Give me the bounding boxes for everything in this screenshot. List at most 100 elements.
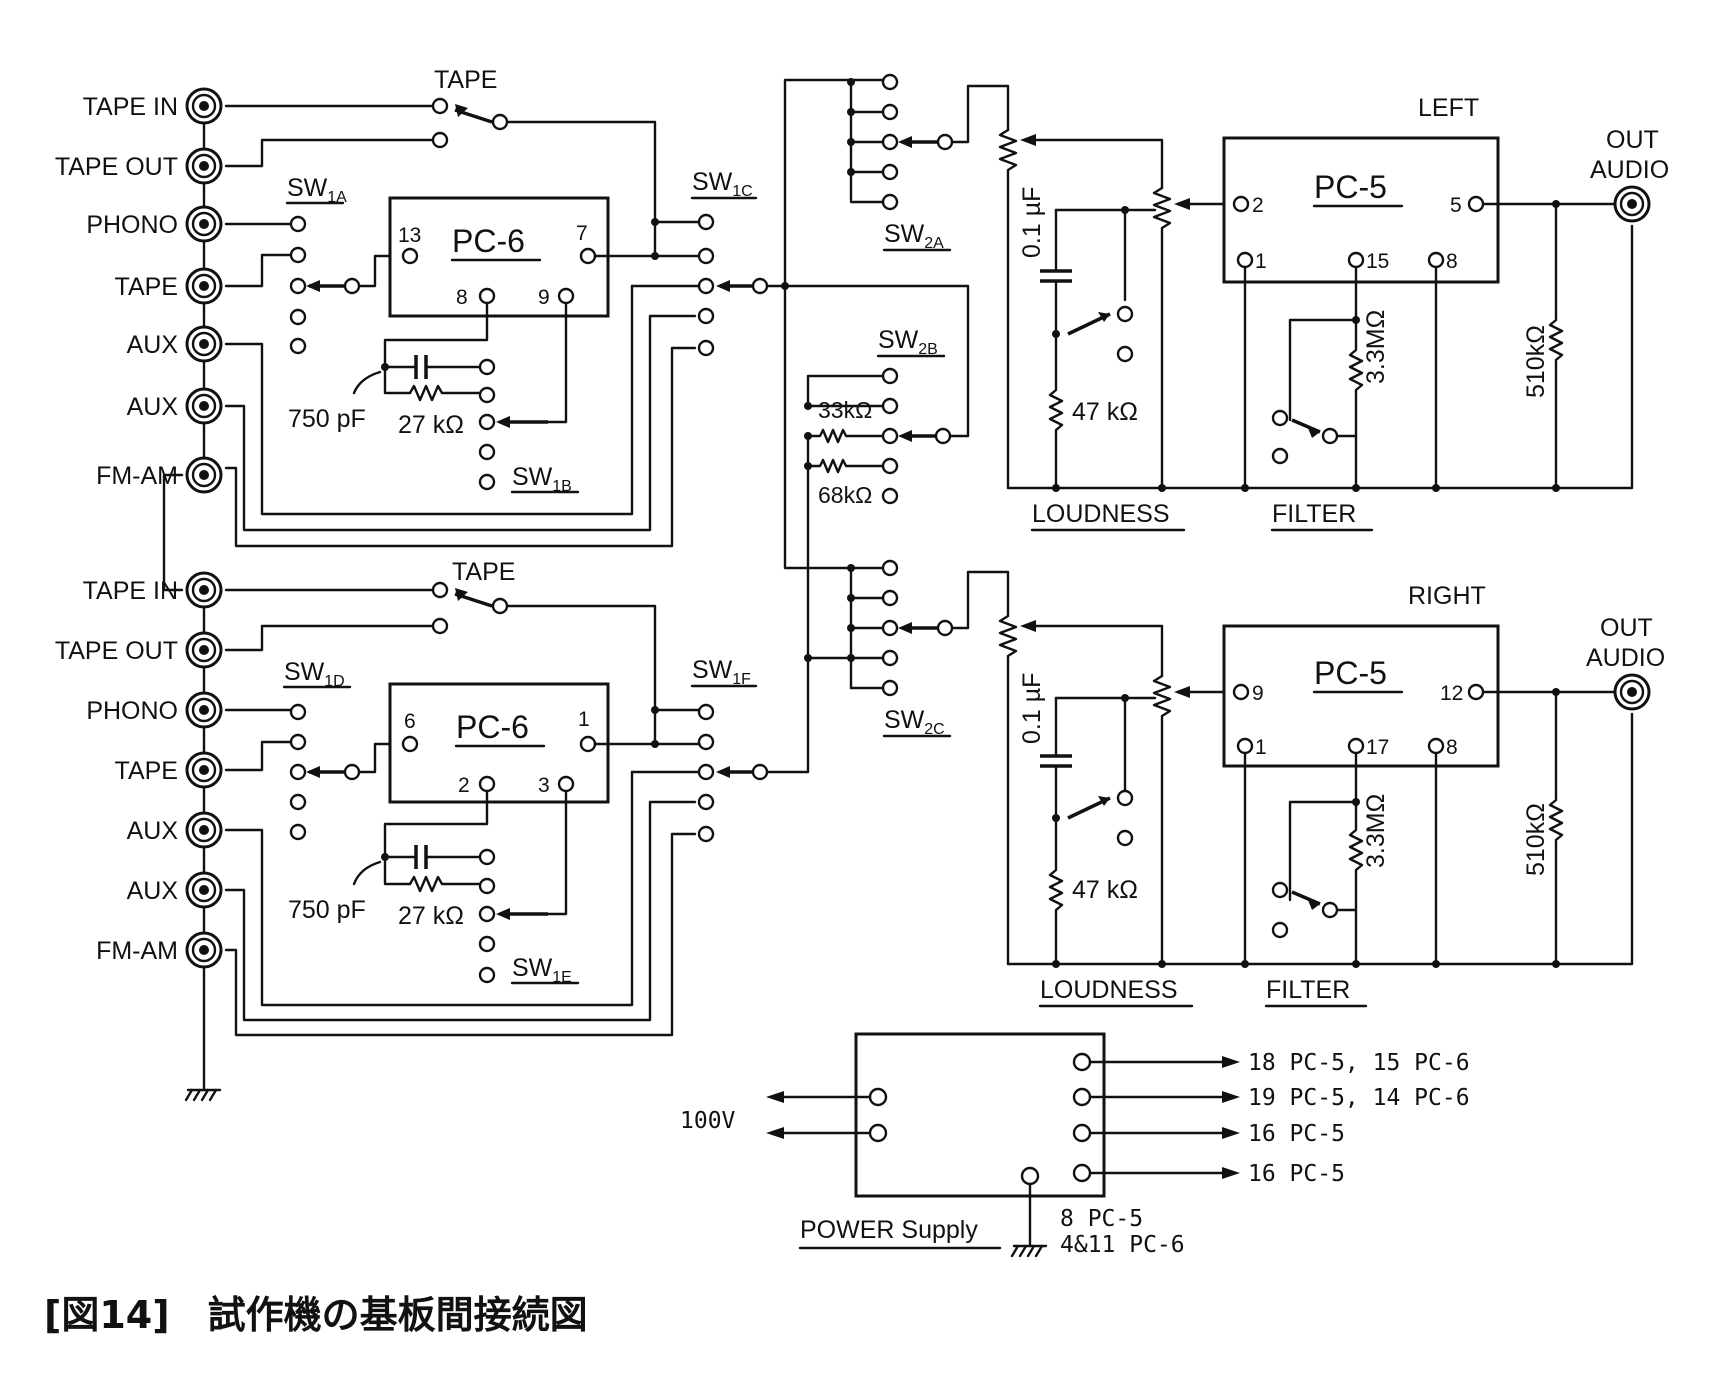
pc6-lower-pin-1: 1 <box>578 708 590 731</box>
pc5-left-pin-1: 1 <box>1255 250 1267 273</box>
lower-jack-label-2: PHONO <box>86 697 178 725</box>
pc6-lower-title: PC-6 <box>456 709 529 745</box>
filter-left-label: FILTER <box>1272 500 1356 528</box>
upper-jack-4: AUX <box>127 325 223 363</box>
right-channel-section: 0.1 µF 47 kΩ RIGHT PC-5 9 12 1 17 8 3.3M… <box>998 582 1665 1008</box>
left-channel-label: LEFT <box>1418 94 1479 122</box>
lower-jack-label-3: TAPE <box>115 757 178 785</box>
power-output-label-2: 16 PC-5 <box>1248 1121 1345 1147</box>
pc6-lower-pin-2: 2 <box>458 774 470 797</box>
sw2c-label: SW2C <box>884 706 945 738</box>
upper-jack-label-5: AUX <box>127 393 179 421</box>
upper-jack-group: TAPE IN TAPE OUT PHONO TAPE AUX AUX FM-AM <box>55 87 223 494</box>
lower-jack-1: TAPE OUT <box>55 631 223 669</box>
power-ground-line-2: 4&11 PC-6 <box>1060 1232 1185 1258</box>
filter-right-label: FILTER <box>1266 976 1350 1004</box>
upper-jack-2: PHONO <box>86 205 223 243</box>
upper-jack-3: TAPE <box>115 267 223 305</box>
upper-jack-1: TAPE OUT <box>55 147 223 185</box>
sw2b-label: SW2B <box>878 326 938 358</box>
lower-jack-label-6: FM-AM <box>96 937 178 965</box>
lower-jack-label-5: AUX <box>127 877 179 905</box>
upper-jack-label-4: AUX <box>127 331 179 359</box>
pc5-left-pin-8: 8 <box>1446 250 1458 273</box>
sw2-section: SW2A SW2B 33kΩ 68kΩ <box>783 73 1010 738</box>
lower-jack-2: PHONO <box>86 691 223 729</box>
res-33m-right: 3.3MΩ <box>1362 794 1390 868</box>
cap-01uf-left: 0.1 µF <box>1018 187 1046 258</box>
lower-jack-5: AUX <box>127 871 223 909</box>
upper-jack-6: FM-AM <box>96 456 223 494</box>
out-audio-right-jack <box>1613 673 1651 711</box>
power-supply-box <box>854 1032 1106 1198</box>
lower-jack-6: FM-AM <box>96 931 223 969</box>
lower-jack-label-4: AUX <box>127 817 179 845</box>
sw1a-label: SW1A <box>287 174 347 206</box>
res-47k-right: 47 kΩ <box>1072 876 1138 904</box>
lower-jack-label-1: TAPE OUT <box>55 637 178 665</box>
upper-jack-0: TAPE IN <box>83 87 223 125</box>
res-47k-left: 47 kΩ <box>1072 398 1138 426</box>
cap-750pf-upper: 750 pF <box>288 405 366 433</box>
pc5-right-pin-9: 9 <box>1252 682 1264 705</box>
power-supply-section: 100V 18 PC-5, 15 PC-619 PC-5, 14 PC-616 … <box>680 1032 1470 1258</box>
sw1e-label: SW1E <box>512 954 572 986</box>
audio-right-label: AUDIO <box>1586 644 1665 672</box>
tape-out-contact <box>431 131 449 149</box>
pc6-upper-pin-13: 13 <box>398 224 421 247</box>
pc5-left-pin-5: 5 <box>1450 194 1462 217</box>
left-channel-section: 0.1 µF 47 kΩ LEFT PC-5 2 5 1 15 8 3.3MΩ <box>998 94 1669 532</box>
pc6-lower-pin-6: 6 <box>404 710 416 733</box>
res-27k-lower: 27 kΩ <box>398 902 464 930</box>
upper-jack-label-0: TAPE IN <box>83 93 178 121</box>
lower-jack-group: TAPE IN TAPE OUT PHONO TAPE AUX AUX FM-AM <box>55 571 223 969</box>
out-left-label: OUT <box>1606 126 1659 154</box>
lower-jack-3: TAPE <box>115 751 223 789</box>
upper-jack-label-1: TAPE OUT <box>55 153 178 181</box>
power-output-label-3: 16 PC-5 <box>1248 1161 1345 1187</box>
upper-jack-5: AUX <box>127 387 223 425</box>
power-output-lines: 18 PC-5, 15 PC-619 PC-5, 14 PC-616 PC-51… <box>1072 1050 1470 1187</box>
pc6-upper-pin-7: 7 <box>576 222 588 245</box>
upper-jack-label-2: PHONO <box>86 211 178 239</box>
res-27k-upper: 27 kΩ <box>398 411 464 439</box>
pc5-left-pin-2: 2 <box>1252 194 1264 217</box>
res-68k: 68kΩ <box>818 482 872 508</box>
sw1f-label: SW1F <box>692 656 751 688</box>
lower-jack-4: AUX <box>127 811 223 849</box>
tape-switch-lower-label: TAPE <box>452 558 515 586</box>
pc5-right-board <box>1222 624 1500 768</box>
upper-input-section: TAPE IN TAPE OUT PHONO TAPE AUX AUX FM-AM TAPE… <box>55 66 970 548</box>
loudness-left-label: LOUDNESS <box>1032 500 1170 528</box>
pc6-upper-title: PC-6 <box>452 223 525 259</box>
res-33k: 33kΩ <box>818 397 872 423</box>
pc5-right-pin-17: 17 <box>1366 736 1389 759</box>
audio-left-label: AUDIO <box>1590 156 1669 184</box>
res-33m-left: 3.3MΩ <box>1362 310 1390 384</box>
upper-jack-label-3: TAPE <box>115 273 178 301</box>
out-right-label: OUT <box>1600 614 1653 642</box>
pc5-left-title: PC-5 <box>1314 169 1387 205</box>
loudness-right-label: LOUDNESS <box>1040 976 1178 1004</box>
tape-switch-common <box>431 97 449 115</box>
pc5-right-pin-8: 8 <box>1446 736 1458 759</box>
res-510k-left: 510kΩ <box>1522 325 1550 398</box>
pc5-right-pin-12: 12 <box>1440 682 1463 705</box>
pc6-upper-pin-9: 9 <box>538 286 550 309</box>
lower-input-section: TAPE IN TAPE OUT PHONO TAPE AUX AUX FM-AM TAPE… <box>55 434 810 1102</box>
sw1c-label: SW1C <box>692 168 753 200</box>
out-audio-left-jack <box>1613 185 1651 223</box>
power-input-100v: 100V <box>680 1108 736 1134</box>
pc6-upper-pin-8: 8 <box>456 286 468 309</box>
power-ground-line-1: 8 PC-5 <box>1060 1206 1143 1232</box>
sw1d-label: SW1D <box>284 658 345 690</box>
power-output-label-0: 18 PC-5, 15 PC-6 <box>1248 1050 1470 1076</box>
sw2a-label: SW2A <box>884 220 944 252</box>
pc5-right-pin-1: 1 <box>1255 736 1267 759</box>
power-supply-label: POWER Supply <box>800 1216 978 1244</box>
sw1b-label: SW1B <box>512 463 572 495</box>
cap-01uf-right: 0.1 µF <box>1018 673 1046 744</box>
cap-750pf-lower: 750 pF <box>288 896 366 924</box>
lower-jack-label-0: TAPE IN <box>83 577 178 605</box>
